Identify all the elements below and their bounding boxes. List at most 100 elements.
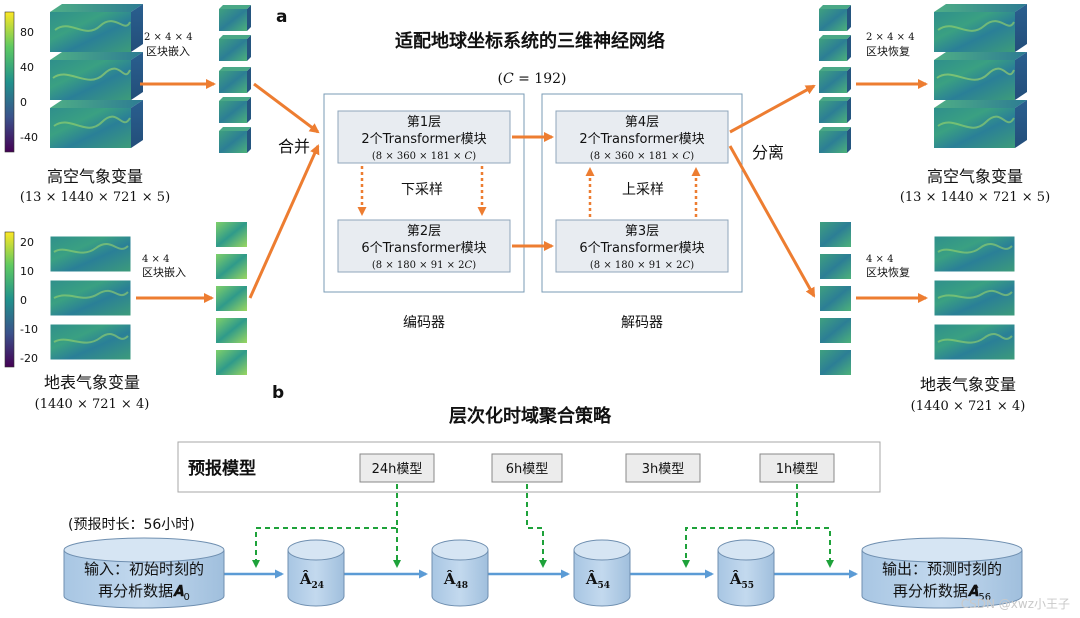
input-line2-text: 再分析数据 (98, 582, 173, 600)
output-sub: 56 (978, 592, 991, 603)
state-var: Â (299, 570, 312, 588)
upper-embed-label: 区块嵌入 (146, 45, 190, 58)
model-3h-label: 3h模型 (642, 462, 685, 477)
input-line2: 再分析数据𝑨0 (98, 582, 190, 603)
panel-a-title: 适配地球坐标系统的三维神经网络 (395, 30, 665, 52)
upper-recovered-patches (819, 5, 851, 153)
upper-colorbar-tick: 80 (20, 26, 34, 39)
state-var: Â (443, 570, 456, 588)
model-1h-label: 1h模型 (776, 462, 819, 477)
upper-colorbar: 80 40 0 -40 (4, 11, 38, 153)
upper-embed-size: 2 × 4 × 4 (144, 32, 193, 43)
lead-time-label: (预报时长：56小时) (68, 517, 195, 533)
split-label: 分离 (752, 143, 784, 162)
surface-colorbar-tick: -20 (20, 352, 38, 365)
surface-output-shape: (1440 × 721 × 4) (911, 399, 1026, 414)
state-cylinder: Â54 (573, 539, 631, 607)
layer-1-shape: (8 × 360 × 181 × 𝐶) (372, 151, 476, 162)
model-6h-label: 6h模型 (506, 462, 549, 477)
upsample-label: 上采样 (622, 182, 664, 198)
model-24h: 24h模型 (359, 453, 435, 483)
upper-colorbar-tick: 0 (20, 96, 27, 109)
output-var: 𝑨̂ (967, 582, 979, 600)
layer-2-shape: (8 × 180 × 91 × 2𝐶) (372, 260, 476, 271)
state-var: Â (729, 570, 742, 588)
input-line1: 输入：初始时刻的 (84, 560, 204, 578)
upper-colorbar-tick: 40 (20, 61, 34, 74)
svg-text:Â54: Â54 (585, 570, 610, 591)
model-3h: 3h模型 (625, 453, 701, 483)
surface-colorbar-tick: 10 (20, 265, 34, 278)
channel-note: (𝐶 = 192) (498, 71, 567, 87)
upper-input-shape: (13 × 1440 × 721 × 5) (20, 190, 170, 205)
upper-colorbar-tick: -40 (20, 131, 38, 144)
surface-input-maps (49, 235, 132, 361)
merge-arrow-surface (248, 144, 320, 299)
state-sub: 24 (312, 581, 325, 591)
upper-output-shape: (13 × 1440 × 721 × 5) (900, 190, 1050, 205)
upper-recover-label: 区块恢复 (866, 44, 910, 58)
model-routing (252, 484, 834, 568)
decoder-label: 解码器 (621, 315, 663, 331)
panel-b-letter: b (272, 383, 284, 403)
state-sub: 54 (598, 581, 611, 591)
surface-output-maps (933, 235, 1016, 361)
input-cylinder: 输入：初始时刻的 再分析数据𝑨0 (63, 537, 225, 609)
output-line1: 输出：预测时刻的 (882, 560, 1002, 578)
surface-recover-size: 4 × 4 (866, 254, 893, 265)
state-cylinder: Â48 (431, 539, 489, 607)
upper-input-label: 高空气象变量 (47, 167, 143, 186)
model-24h-label: 24h模型 (372, 462, 423, 477)
input-var: 𝑨 (172, 582, 184, 600)
surface-recover-label: 区块恢复 (866, 265, 910, 279)
upper-output-volumes (934, 4, 1027, 148)
surface-embed-size: 4 × 4 (142, 254, 169, 265)
surface-output-label: 地表气象变量 (920, 375, 1016, 394)
surface-colorbar-tick: 0 (20, 294, 27, 307)
surface-embed-label: 区块嵌入 (142, 266, 186, 279)
layer-3-box: 第3层 6个Transformer模块 (8 × 180 × 91 × 2𝐶) (555, 219, 729, 273)
upper-output-label: 高空气象变量 (927, 167, 1023, 186)
layer-4-desc: 2个Transformer模块 (579, 132, 704, 147)
state-cylinder: Â55 (717, 539, 775, 607)
state-var: Â (585, 570, 598, 588)
model-6h: 6h模型 (491, 453, 563, 483)
output-line2-text: 再分析数据 (893, 582, 968, 600)
layer-1-desc: 2个Transformer模块 (361, 132, 486, 147)
layer-4-shape: (8 × 360 × 181 × 𝐶) (590, 151, 694, 162)
state-sub: 55 (742, 581, 755, 591)
forecast-models-title: 预报模型 (188, 458, 256, 479)
surface-colorbar-tick: -10 (20, 323, 38, 336)
state-cylinder: Â24 (287, 539, 345, 607)
panel-a-letter: a (276, 7, 287, 27)
svg-text:Â48: Â48 (443, 570, 468, 591)
surface-embedded-patches (216, 222, 247, 375)
layer-3-shape: (8 × 180 × 91 × 2𝐶) (590, 260, 694, 271)
split-arrow-surface (728, 145, 816, 298)
layer-3-desc: 6个Transformer模块 (579, 241, 704, 256)
split-arrow-upper (729, 84, 816, 134)
output-line2: 再分析数据𝑨̂56 (893, 582, 991, 603)
output-cylinder: 输出：预测时刻的 再分析数据𝑨̂56 (861, 537, 1023, 609)
layer-3-name: 第3层 (625, 224, 659, 239)
input-sub: 0 (184, 592, 190, 603)
svg-text:Â55: Â55 (729, 570, 754, 591)
layer-2-box: 第2层 6个Transformer模块 (8 × 180 × 91 × 2𝐶) (337, 219, 511, 273)
merge-arrow-upper (253, 82, 320, 134)
layer-2-name: 第2层 (407, 224, 441, 239)
layer-1-box: 第1层 2个Transformer模块 (8 × 360 × 181 × 𝐶) (337, 110, 511, 164)
surface-input-shape: (1440 × 721 × 4) (35, 397, 150, 412)
layer-4-box: 第4层 2个Transformer模块 (8 × 360 × 181 × 𝐶) (555, 110, 729, 164)
upper-recover-size: 2 × 4 × 4 (866, 32, 915, 43)
downsample-label: 下采样 (401, 182, 443, 198)
model-1h: 1h模型 (759, 453, 835, 483)
watermark: CSDN @xwz小王子 (961, 597, 1070, 611)
encoder-label: 编码器 (403, 315, 445, 331)
layer-1-name: 第1层 (407, 115, 441, 130)
state-sub: 48 (456, 581, 469, 591)
upper-embedded-patches (219, 5, 251, 153)
panel-b-title: 层次化时域聚合策略 (449, 405, 612, 427)
upper-input-volumes (50, 4, 143, 148)
